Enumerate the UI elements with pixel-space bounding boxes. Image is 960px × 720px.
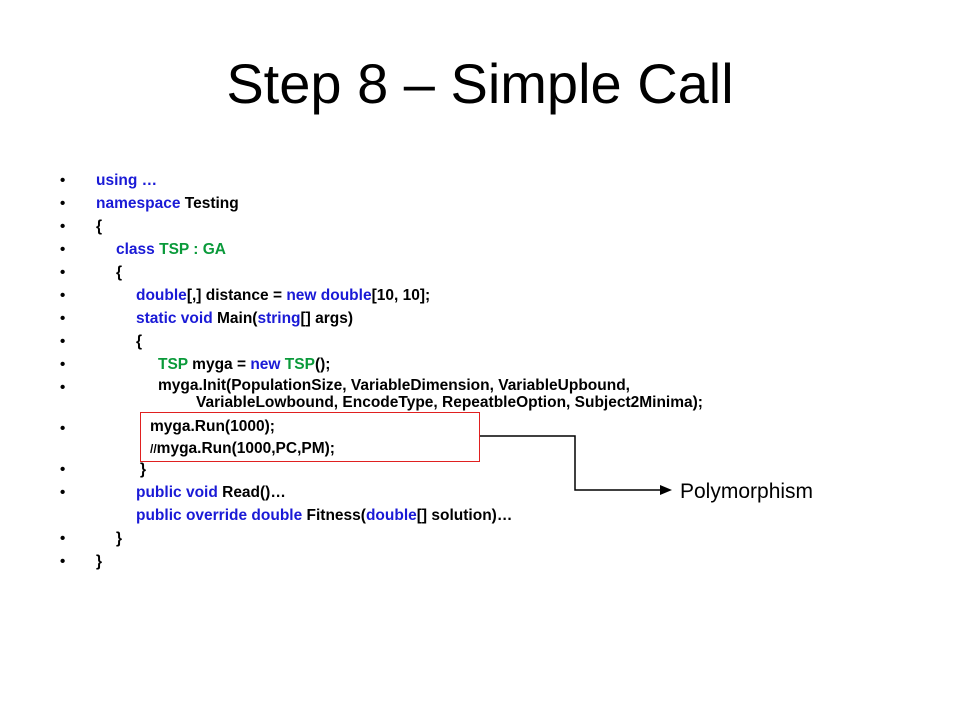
- keyword: double: [365, 507, 417, 524]
- bullet-marker: •: [60, 218, 66, 235]
- code-text: [,] distance =: [186, 287, 287, 304]
- bullet-marker: •: [60, 264, 66, 281]
- bullet-marker: •: [60, 241, 66, 258]
- code-line-close-brace: }: [116, 530, 123, 547]
- code-line-open-brace: {: [96, 218, 103, 235]
- keyword: double: [136, 287, 187, 304]
- comment-prefix: //: [150, 442, 157, 456]
- keyword: static void: [136, 310, 213, 327]
- polymorphism-label: Polymorphism: [680, 480, 814, 503]
- highlight-box: [140, 412, 480, 462]
- keyword: string: [257, 310, 301, 327]
- bullet-marker: •: [60, 172, 66, 189]
- keyword: public override double: [136, 507, 303, 524]
- code-line-init: myga.Init(PopulationSize, VariableDimens…: [158, 377, 630, 394]
- keyword: using …: [96, 172, 158, 189]
- code-text: Fitness(: [302, 507, 366, 524]
- bullet-marker: •: [60, 310, 66, 327]
- code-text: [] args): [300, 310, 354, 327]
- code-text: myga.Run(1000,PC,PM);: [156, 440, 335, 457]
- code-line-run-commented: //myga.Run(1000,PC,PM);: [150, 440, 335, 458]
- bullet-marker: •: [60, 287, 66, 304]
- code-line-new-tsp: TSP myga = new TSP();: [158, 356, 330, 374]
- code-line-read: public void Read()…: [136, 484, 286, 502]
- code-text: ();: [314, 356, 331, 373]
- code-line-distance: double[,] distance = new double[10, 10];: [136, 287, 430, 305]
- class-type: TSP : GA: [154, 241, 226, 258]
- bullet-marker: •: [60, 195, 66, 212]
- class-type: TSP: [158, 356, 188, 373]
- code-line-open-brace: {: [136, 333, 143, 350]
- code-text: Main(: [212, 310, 258, 327]
- code-line-run: myga.Run(1000);: [150, 418, 275, 435]
- code-line-namespace: namespace Testing: [96, 195, 239, 213]
- code-line-fitness: public override double Fitness(double[] …: [136, 507, 512, 525]
- keyword: class: [116, 241, 155, 258]
- code-line-main: static void Main(string[] args): [136, 310, 353, 328]
- bullet-marker: •: [60, 356, 66, 373]
- code-line-class: class TSP : GA: [116, 241, 226, 259]
- arrow-head-icon: [660, 485, 672, 495]
- bullet-marker: •: [60, 553, 66, 570]
- class-type: TSP: [280, 356, 315, 373]
- code-line-close-brace: }: [140, 461, 147, 478]
- bullet-marker: •: [60, 333, 66, 350]
- namespace-name: Testing: [180, 195, 239, 212]
- code-line-using: using …: [96, 172, 157, 190]
- code-text: [10, 10];: [371, 287, 431, 304]
- bullet-marker: •: [60, 420, 66, 437]
- bullet-marker: •: [60, 461, 66, 478]
- keyword: new double: [286, 287, 372, 304]
- keyword: public void: [136, 484, 218, 501]
- bullet-marker: •: [60, 379, 66, 396]
- keyword: namespace: [96, 195, 181, 212]
- bullet-marker: •: [60, 530, 66, 547]
- code-line-open-brace: {: [116, 264, 123, 281]
- bullet-marker: •: [60, 484, 66, 501]
- code-text: Read()…: [217, 484, 286, 501]
- slide-title: Step 8 – Simple Call: [226, 52, 734, 115]
- code-line-close-brace: }: [96, 553, 103, 570]
- code-line-init-cont: VariableLowbound, EncodeType, RepeatbleO…: [196, 394, 703, 411]
- keyword: new: [250, 356, 281, 373]
- code-text: myga =: [187, 356, 251, 373]
- code-text: [] solution)…: [416, 507, 513, 524]
